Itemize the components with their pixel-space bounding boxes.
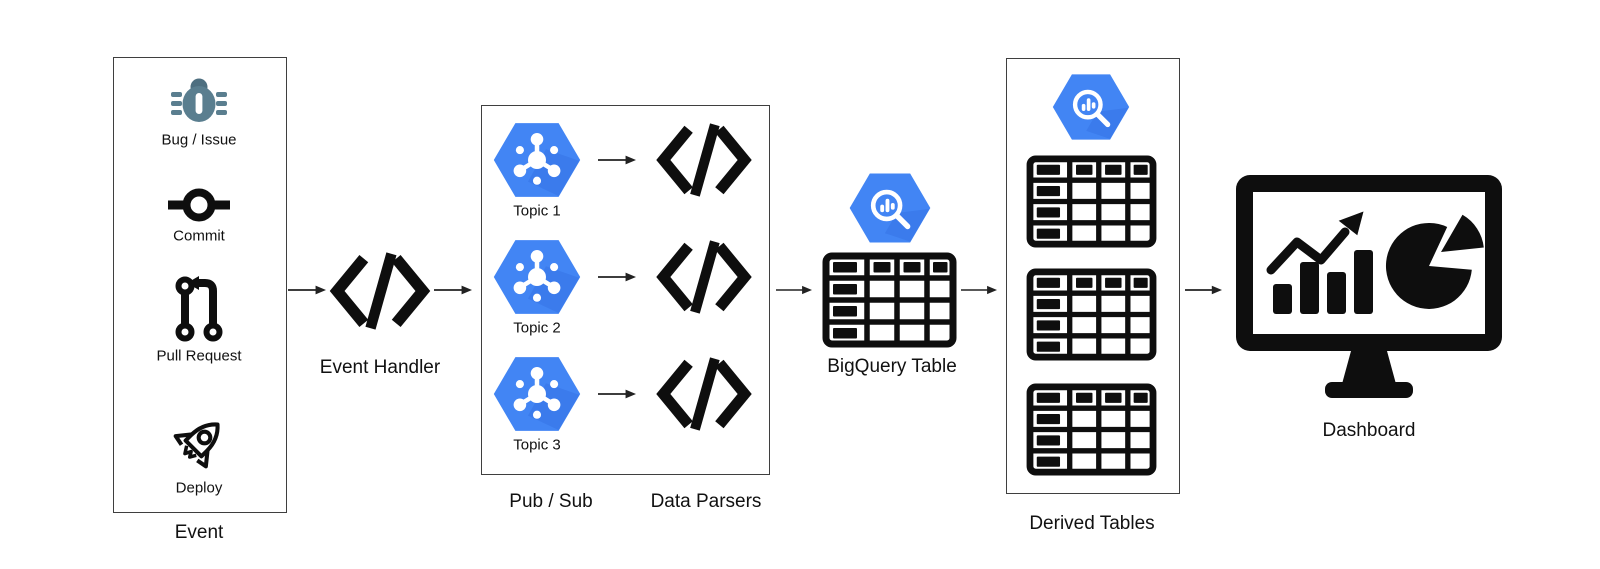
topic-label: Topic 2 — [513, 319, 561, 337]
arrow-right-icon — [961, 284, 997, 296]
event-item-label: Pull Request — [156, 347, 242, 365]
arrow-right-icon — [434, 284, 472, 296]
commit-icon — [168, 185, 230, 225]
arrow-right-icon — [776, 284, 812, 296]
pull-request-icon — [172, 276, 226, 342]
table-icon — [822, 252, 957, 348]
pubsub-topic-icon — [492, 237, 582, 317]
code-icon — [654, 356, 754, 432]
arrow-right-icon — [288, 284, 326, 296]
data-parsers-title: Data Parsers — [650, 491, 762, 512]
code-icon — [654, 122, 754, 198]
pubsub-group-title: Pub / Sub — [509, 491, 593, 512]
bigquery-icon — [1051, 72, 1131, 142]
bigquery-icon — [848, 171, 932, 245]
topic-label: Topic 3 — [513, 436, 561, 454]
bug-icon — [171, 78, 227, 122]
derived-tables-label: Derived Tables — [1029, 513, 1155, 534]
table-icon — [1025, 383, 1158, 476]
event-item-label: Bug / Issue — [161, 131, 237, 149]
dashboard-monitor-icon — [1233, 172, 1505, 402]
arrow-right-icon — [598, 388, 636, 400]
pubsub-topic-icon — [492, 120, 582, 200]
event-group-title: Event — [174, 522, 224, 543]
arrow-right-icon — [598, 154, 636, 166]
arrow-right-icon — [1185, 284, 1222, 296]
dashboard-label: Dashboard — [1322, 420, 1416, 441]
code-icon — [654, 239, 754, 315]
event-item-label: Deploy — [175, 479, 223, 497]
event-item-label: Commit — [173, 227, 225, 245]
rocket-icon — [167, 411, 231, 475]
arrow-right-icon — [598, 271, 636, 283]
event-handler-label: Event Handler — [319, 357, 441, 378]
table-icon — [1025, 155, 1158, 248]
code-icon — [327, 251, 433, 331]
table-icon — [1025, 268, 1158, 361]
bigquery-table-label: BigQuery Table — [827, 356, 957, 377]
pubsub-topic-icon — [492, 354, 582, 434]
topic-label: Topic 1 — [513, 202, 561, 220]
